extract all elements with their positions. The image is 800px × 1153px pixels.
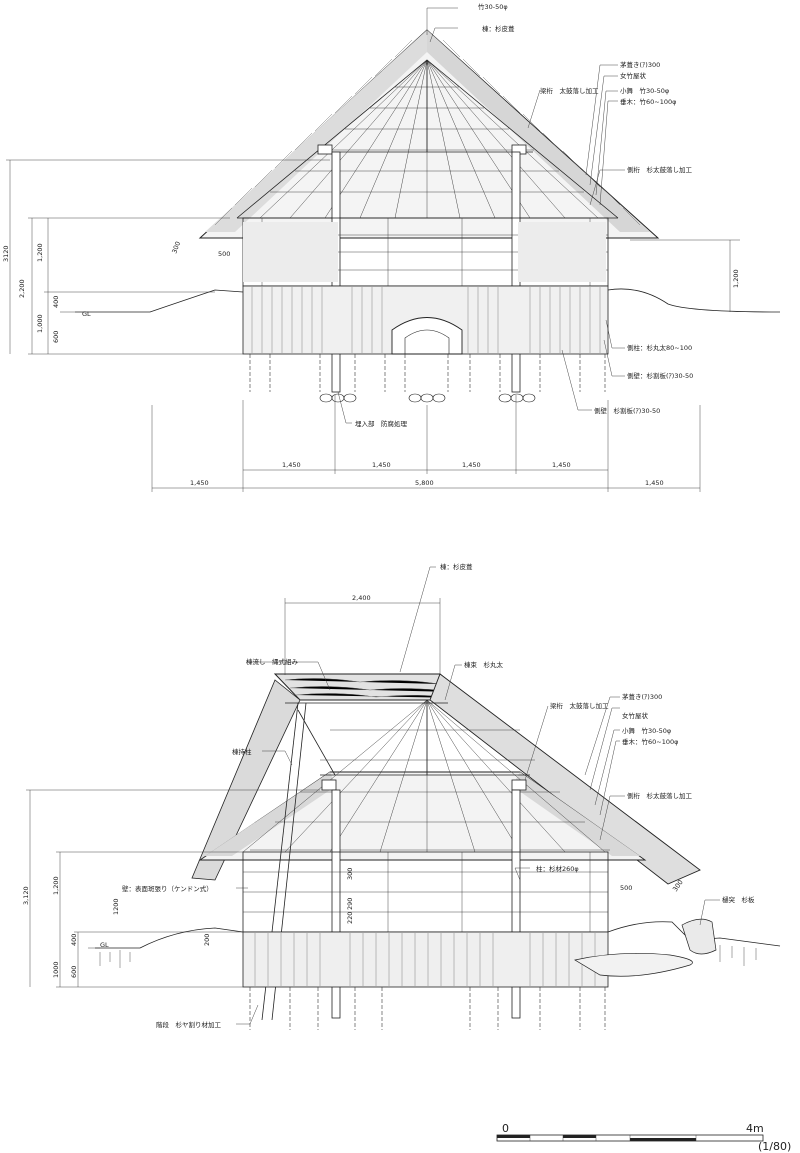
dim-top-bay-2: 1,450 (372, 461, 391, 469)
top-lower-wall (242, 285, 609, 355)
dim-top-300: 300 (170, 240, 182, 254)
label-top-side-wall-a: 側壁：杉割板(ｱ)30-50 (627, 371, 693, 380)
dim-top-1000: 1,000 (36, 314, 44, 333)
top-dimensions: 3120 2,200 1,200 400 1,000 600 GL 500 30… (2, 159, 740, 492)
label-bottom-steps: 階段 杉ヤ割り材加工 (156, 1020, 222, 1029)
scale-max: 4m (746, 1122, 764, 1135)
ground-level-label-bottom: GL (100, 941, 109, 949)
dim-bottom-1000: 1000 (52, 961, 60, 978)
label-bottom-small-purlin: 小舞 竹30-50φ (622, 726, 671, 735)
dim-top-overall-left: 1,450 (190, 479, 209, 487)
dim-bottom-290: 290 (346, 898, 354, 910)
top-upper-wall (242, 217, 609, 287)
label-top-ridge: 棟：杉皮葺 (482, 24, 515, 33)
scale-zero: 0 (502, 1122, 509, 1135)
label-top-bamboo: 竹30-50φ (478, 2, 508, 11)
top-ground (75, 288, 781, 403)
dim-top-bay-1: 1,450 (282, 461, 301, 469)
ground-level-label-top: GL (82, 310, 91, 318)
dim-bottom-400: 400 (70, 934, 78, 946)
label-top-side-wall-b: 側壁 杉割板(ｱ)30-50 (594, 406, 660, 415)
scale-bar: 0 4m (1/80) (496, 1122, 791, 1153)
dim-top-1200: 1,200 (36, 243, 44, 262)
dim-top-bay-3: 1,450 (462, 461, 481, 469)
label-top-small-purlin: 小舞 竹30-50φ (620, 86, 669, 95)
dim-top-3120: 3120 (2, 245, 10, 262)
bottom-ground (95, 918, 781, 1030)
label-top-rafter: 垂木：竹60~100φ (620, 97, 676, 106)
dim-top-overall-right: 1,450 (645, 479, 664, 487)
dim-bottom-300b: 300 (346, 868, 354, 880)
scale-ratio: (1/80) (758, 1140, 791, 1153)
label-top-buried: 埋入部 防腐処理 (355, 419, 408, 428)
dim-bottom-3120: 3,120 (22, 886, 30, 905)
label-bottom-ridge: 棟：杉皮葺 (440, 562, 473, 571)
label-top-side-post: 側柱：杉丸太80~100 (627, 343, 692, 352)
bottom-main-roof (198, 699, 647, 861)
top-roof (198, 29, 660, 239)
label-bottom-post: 柱：杉材260φ (536, 864, 579, 873)
bottom-cross-section: 2,400 3,120 1,200 1200 1000 400 600 200 … (22, 562, 781, 1030)
dim-bottom-1200: 1,200 (52, 876, 60, 895)
label-bottom-ridge-post: 棟持柱 (232, 747, 252, 756)
top-cross-section: 3120 2,200 1,200 400 1,000 600 GL 500 30… (2, 2, 781, 492)
bottom-lower-wall (242, 931, 609, 988)
dim-top-bay-4: 1,450 (552, 461, 571, 469)
label-bottom-wall: 壁：表面斑張り（ケンドン式） (122, 884, 213, 893)
label-bottom-ridge-bundle: 棟束 杉丸太 (464, 660, 504, 669)
dim-bottom-2400: 2,400 (352, 594, 371, 602)
dim-bottom-600: 600 (70, 966, 78, 978)
label-top-thatch: 茅葺き(ｱ)300 (620, 60, 660, 69)
label-bottom-ridge-tie: 棟流し 縄式組み (246, 657, 299, 666)
dim-top-2200: 2,200 (18, 279, 26, 298)
dim-bottom-200: 200 (203, 934, 211, 946)
label-top-side-girder: 側桁 杉太鼓落し加工 (627, 165, 693, 174)
label-bottom-gutter: 樋突 杉板 (722, 895, 755, 904)
dim-bottom-220: 220 (346, 912, 354, 924)
label-top-beam: 梁桁 太鼓落し加工 (540, 86, 599, 95)
bottom-upper-wall (242, 851, 609, 933)
dim-top-600: 600 (52, 331, 60, 343)
bottom-ridge-roof (191, 673, 701, 885)
dim-top-overall: 5,800 (415, 479, 434, 487)
dim-bottom-500: 500 (620, 884, 632, 892)
bottom-dimensions: 2,400 3,120 1,200 1200 1000 400 600 200 … (22, 594, 685, 988)
label-bottom-women-bamboo: 女竹屋状 (622, 711, 649, 720)
label-bottom-rafter: 垂木：竹60~100φ (622, 737, 678, 746)
dim-top-500: 500 (218, 250, 230, 258)
top-annotations: 竹30-50φ 棟：杉皮葺 茅葺き(ｱ)300 女竹屋状 梁桁 太鼓落し加工 小… (337, 2, 693, 428)
dim-bottom-1200b: 1200 (112, 898, 120, 915)
bottom-annotations: 棟：杉皮葺 棟流し 縄式組み 棟束 杉丸太 茅葺き(ｱ)300 梁桁 太鼓落し加… (122, 562, 755, 1029)
dim-top-400: 400 (52, 296, 60, 308)
label-bottom-thatch: 茅葺き(ｱ)300 (622, 692, 662, 701)
label-bottom-side-girder: 側桁 杉太鼓落し加工 (627, 791, 693, 800)
dim-top-right-1200: 1,200 (732, 269, 740, 288)
label-bottom-beam: 梁桁 太鼓落し加工 (550, 701, 609, 710)
label-top-women-bamboo: 女竹屋状 (620, 71, 647, 80)
